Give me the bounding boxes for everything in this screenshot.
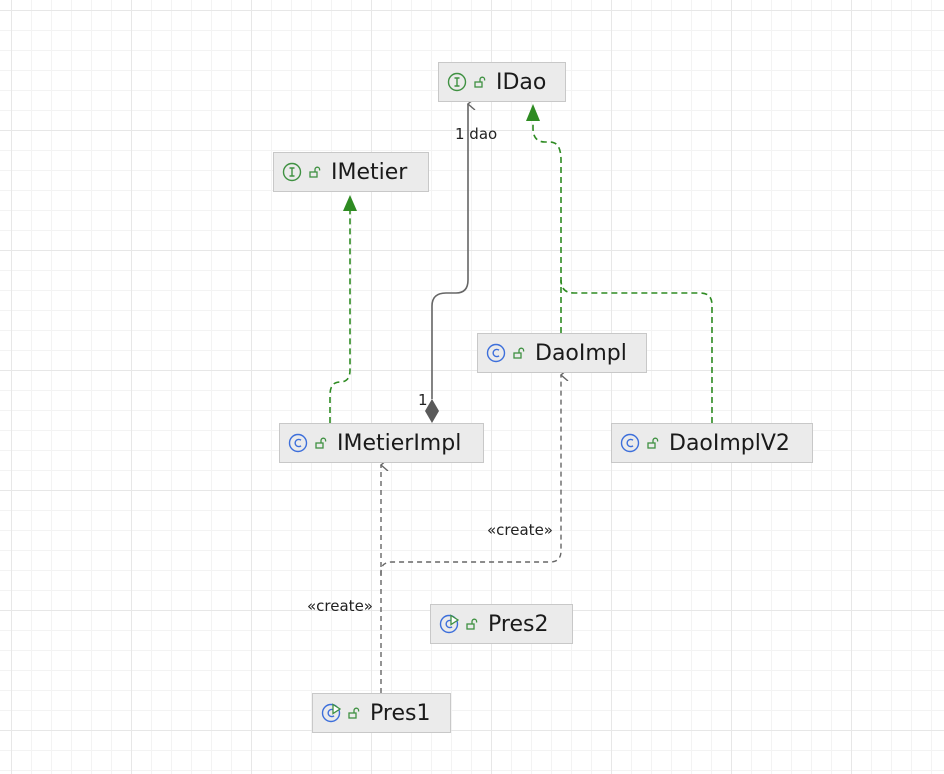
unlocked-icon <box>466 618 478 630</box>
realization-arrowhead <box>526 104 540 121</box>
class-icon <box>620 433 640 453</box>
runnable-class-icon <box>321 703 341 723</box>
runnable-class-icon <box>439 614 459 634</box>
node-imetierimpl[interactable]: IMetierImpl <box>279 423 484 463</box>
node-label: DaoImpl <box>535 340 627 366</box>
create-stereotype-label: «create» <box>307 597 373 615</box>
node-label: IMetier <box>331 159 408 185</box>
edge-pres1-create-daoimpl[interactable] <box>380 375 561 575</box>
class-icon <box>288 433 308 453</box>
node-daoimplv2[interactable]: DaoImplV2 <box>611 423 813 463</box>
node-imetier[interactable]: IMetier <box>273 152 429 192</box>
interface-icon <box>447 72 467 92</box>
node-label: IDao <box>496 69 547 95</box>
class-icon <box>486 343 506 363</box>
edge-daoimpl-implements-idao[interactable] <box>532 121 562 333</box>
unlocked-icon <box>348 707 360 719</box>
node-label: DaoImplV2 <box>669 430 790 456</box>
interface-icon <box>282 162 302 182</box>
node-label: Pres2 <box>488 611 549 637</box>
unlocked-icon <box>647 437 659 449</box>
unlocked-icon <box>513 347 525 359</box>
node-pres1[interactable]: Pres1 <box>312 693 451 733</box>
edge-imetierimpl-implements-imetier[interactable] <box>329 211 351 423</box>
create-stereotype-label: «create» <box>487 521 553 539</box>
node-pres2[interactable]: Pres2 <box>430 604 573 644</box>
node-idao[interactable]: IDao <box>438 62 566 102</box>
unlocked-icon <box>315 437 327 449</box>
edge-imetierimpl-composition-idao[interactable] <box>431 104 468 399</box>
edge-daoimplv2-implements-idao[interactable] <box>560 279 713 423</box>
realization-arrowhead <box>343 195 357 211</box>
dao-multiplicity-role-label: 1 dao <box>455 125 498 143</box>
composition-diamond <box>425 399 439 423</box>
node-label: IMetierImpl <box>337 430 462 456</box>
unlocked-icon <box>309 166 321 178</box>
unlocked-icon <box>474 76 486 88</box>
node-daoimpl[interactable]: DaoImpl <box>477 333 647 373</box>
node-label: Pres1 <box>370 700 431 726</box>
imetierimpl-multiplicity-label: 1 <box>418 391 428 409</box>
